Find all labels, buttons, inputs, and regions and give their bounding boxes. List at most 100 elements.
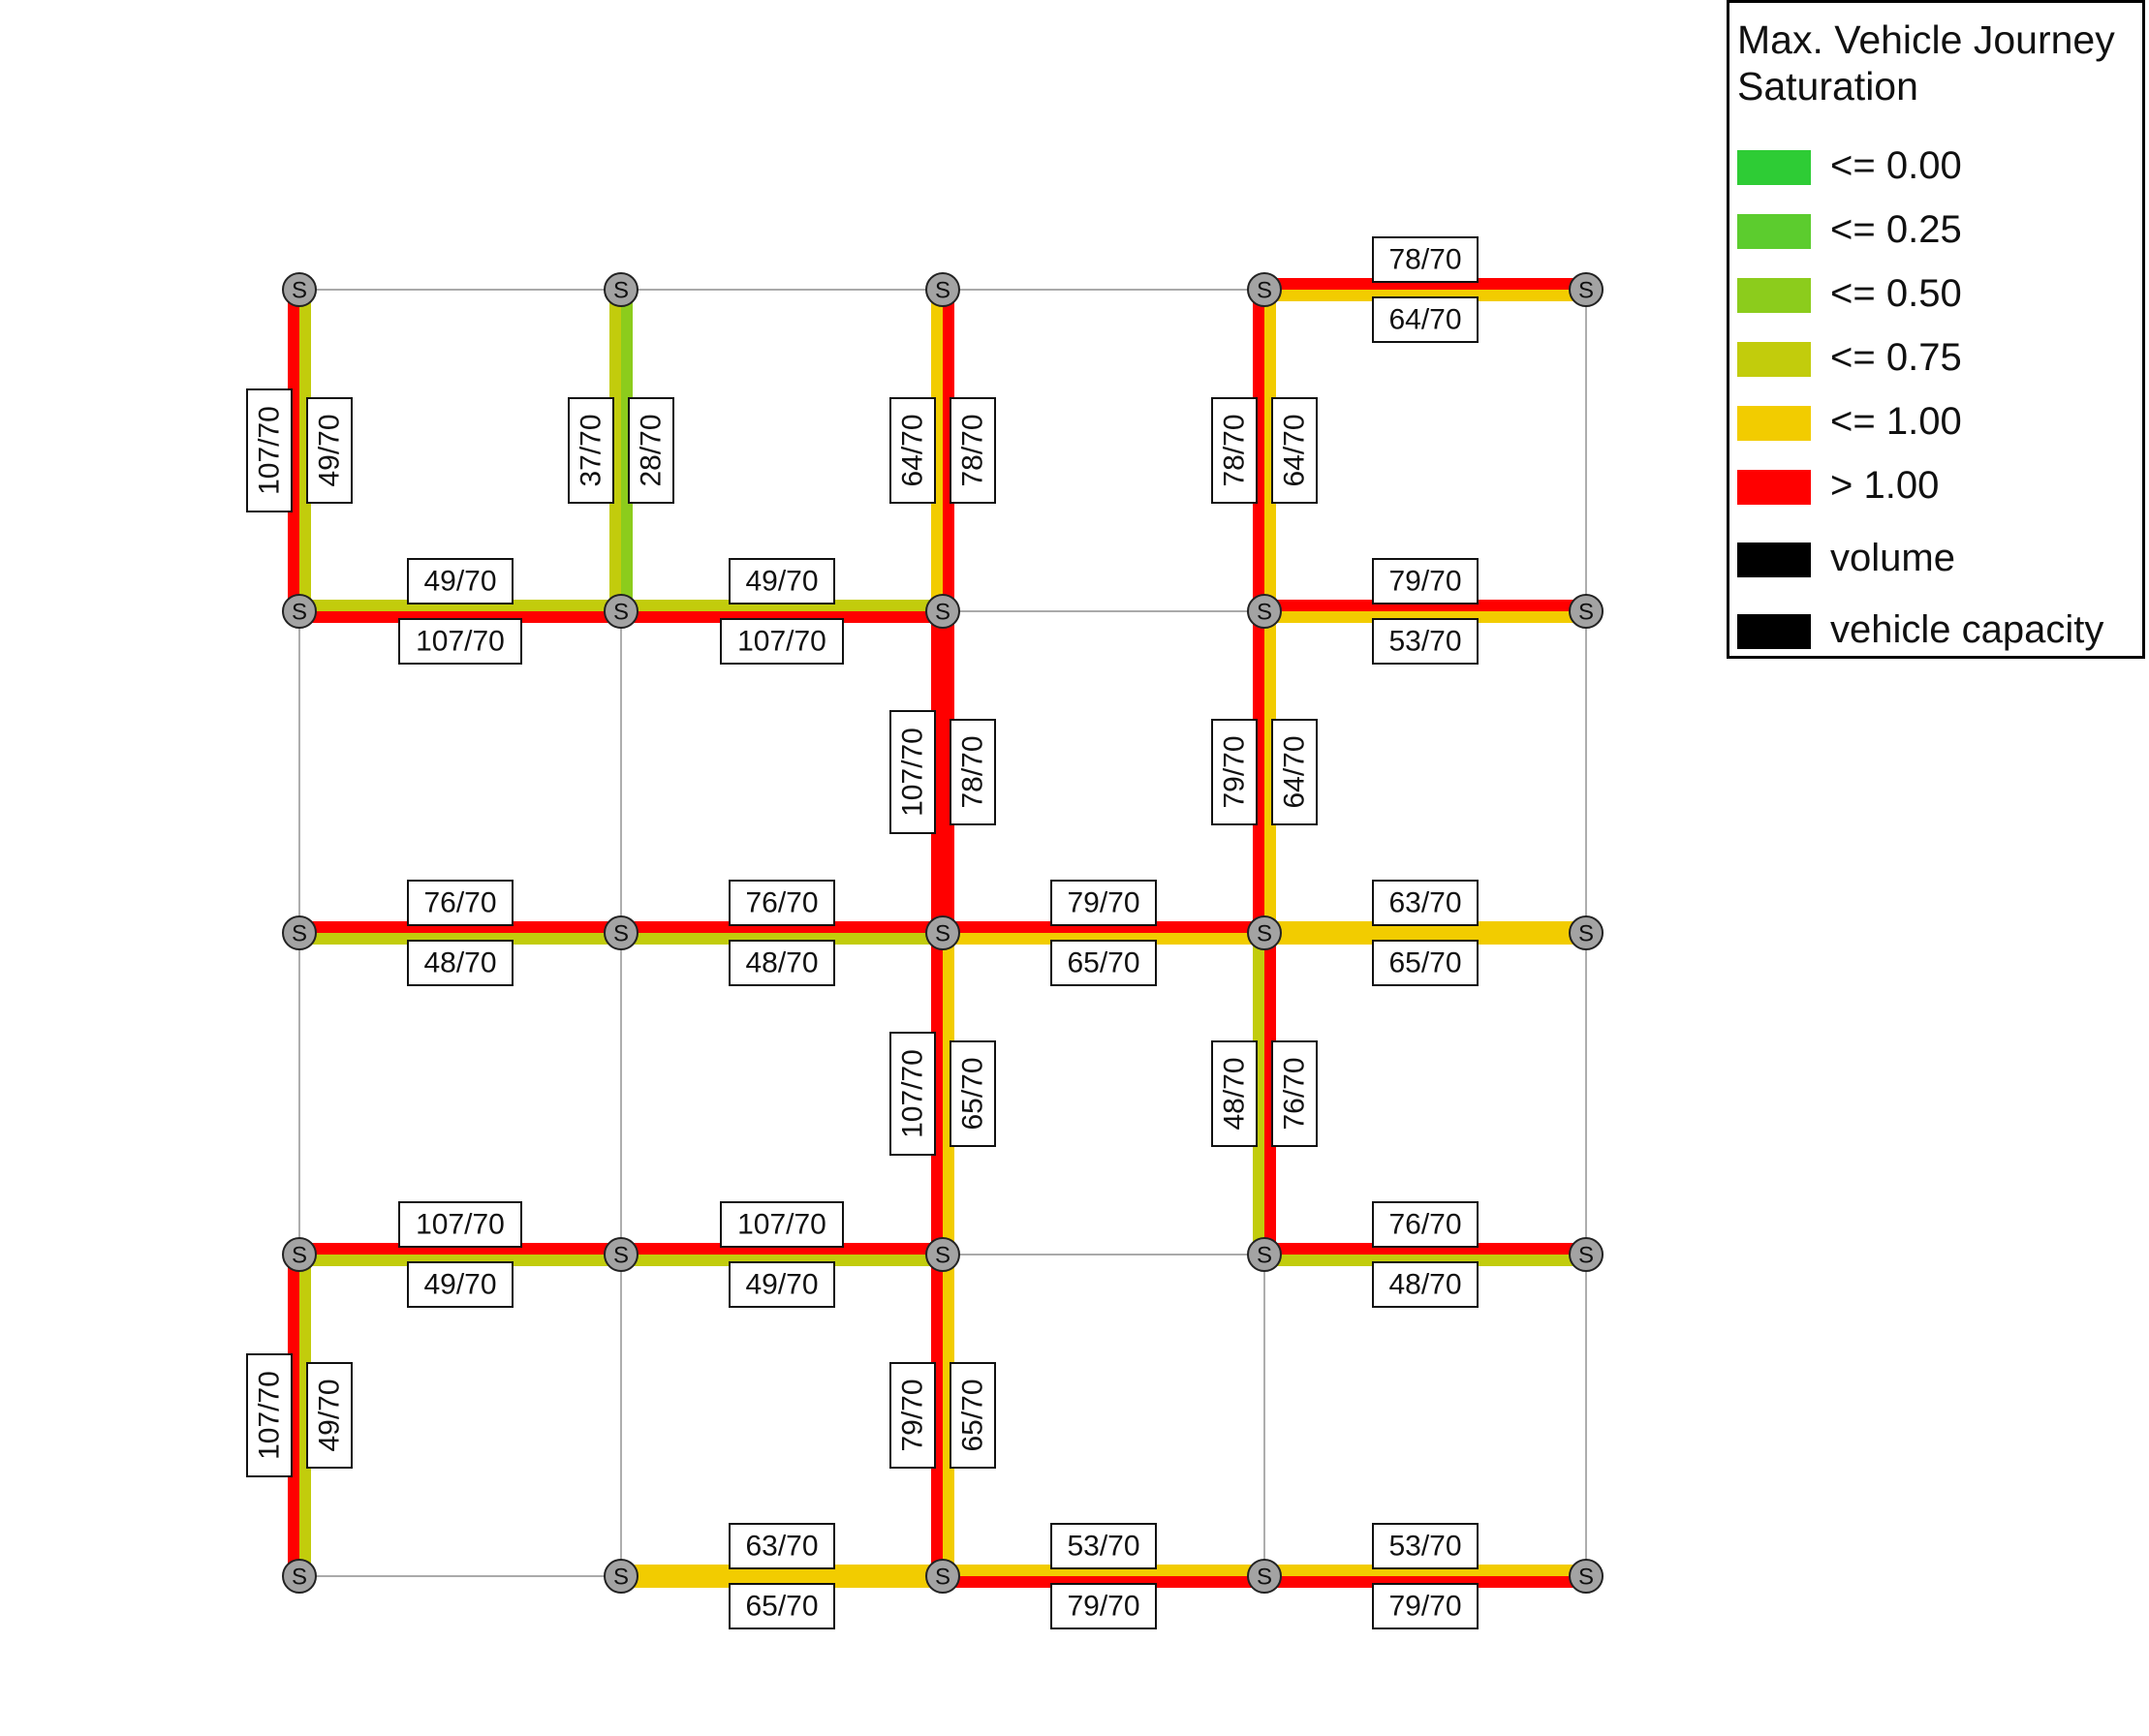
node: S [1569, 1237, 1604, 1272]
node-label: S [613, 600, 629, 626]
node-label: S [1257, 1243, 1272, 1269]
link-label-text: 53/70 [1067, 1531, 1139, 1563]
link-label-box [889, 397, 936, 504]
link-label: 79/70 [1050, 1583, 1157, 1629]
node: S [1569, 1559, 1604, 1594]
node-circle [1247, 1237, 1282, 1272]
legend-label: <= 0.00 [1830, 144, 1962, 187]
node-circle [282, 594, 317, 629]
link-label: 107/70 [889, 710, 936, 834]
link-label: 48/70 [1211, 1040, 1258, 1147]
link-label: 78/70 [950, 719, 996, 825]
link-label: 48/70 [1372, 1261, 1479, 1308]
link-label-text: 78/70 [957, 414, 989, 486]
link-label-text: 28/70 [636, 414, 668, 486]
link-label-box [568, 397, 614, 504]
link-label-text: 78/70 [957, 735, 989, 808]
link-label: 65/70 [950, 1040, 996, 1147]
node-circle [282, 272, 317, 307]
node-circle [282, 1237, 317, 1272]
link-label: 37/70 [568, 397, 614, 504]
node-label: S [1257, 600, 1272, 626]
link-label: 78/70 [1211, 397, 1258, 504]
link-label: 49/70 [306, 1362, 353, 1469]
node-label: S [1578, 1565, 1594, 1591]
link-label: 79/70 [1372, 558, 1479, 604]
node-label: S [1578, 1243, 1594, 1269]
link-label-box [407, 558, 514, 604]
link-label-text: 64/70 [897, 414, 929, 486]
node-circle [925, 915, 960, 950]
link-label-box [950, 397, 996, 504]
link-label: 64/70 [889, 397, 936, 504]
link-label: 63/70 [729, 1523, 835, 1569]
link-label-box [1211, 1040, 1258, 1147]
link-label: 65/70 [729, 1583, 835, 1629]
node: S [604, 1559, 638, 1594]
link-label-box [720, 1201, 844, 1248]
link-label-box [1271, 397, 1318, 504]
link-label-text: 107/70 [737, 626, 826, 658]
link-label: 107/70 [398, 618, 522, 665]
node-circle [925, 272, 960, 307]
link-label: 107/70 [246, 388, 293, 512]
link-label-text: 48/70 [1388, 1269, 1461, 1301]
link-label: 79/70 [1050, 880, 1157, 926]
link-label-text: 107/70 [254, 1371, 286, 1460]
link-label-text: 79/70 [1067, 887, 1139, 919]
node: S [1569, 915, 1604, 950]
link-label-text: 64/70 [1279, 735, 1311, 808]
link-label-text: 65/70 [1388, 947, 1461, 979]
node-label: S [1578, 278, 1594, 304]
node-circle [604, 272, 638, 307]
node-circle [1247, 1559, 1282, 1594]
link-label: 78/70 [950, 397, 996, 504]
legend-swatch [1737, 406, 1811, 441]
link-label-text: 76/70 [1388, 1209, 1461, 1241]
link-label-box [407, 940, 514, 986]
link-label-box [889, 710, 936, 834]
link-label: 28/70 [628, 397, 674, 504]
link-label-box [1372, 1201, 1479, 1248]
node-circle [925, 1559, 960, 1594]
link-label: 63/70 [1372, 880, 1479, 926]
link-label-text: 107/70 [897, 1049, 929, 1138]
node: S [282, 915, 317, 950]
link-label: 107/70 [720, 1201, 844, 1248]
node: S [1247, 915, 1282, 950]
link-label-box [729, 558, 835, 604]
link-label: 79/70 [1211, 719, 1258, 825]
node: S [604, 594, 638, 629]
link-label-text: 107/70 [416, 1209, 505, 1241]
link-label-text: 79/70 [1219, 735, 1251, 808]
link-label-text: 53/70 [1388, 1531, 1461, 1563]
node-label: S [1578, 600, 1594, 626]
node: S [925, 272, 960, 307]
link-label: 64/70 [1271, 397, 1318, 504]
node-label: S [613, 278, 629, 304]
node-circle [1247, 594, 1282, 629]
link-label-box [1372, 1261, 1479, 1308]
legend-swatch [1737, 342, 1811, 377]
link-label-text: 64/70 [1279, 414, 1311, 486]
node-label: S [935, 1243, 950, 1269]
link-label-text: 63/70 [1388, 887, 1461, 919]
node-label: S [292, 921, 307, 947]
node-circle [282, 915, 317, 950]
link-label: 49/70 [407, 558, 514, 604]
link-label-box [729, 940, 835, 986]
link-label-box [1372, 236, 1479, 283]
link-label-text: 76/70 [1279, 1057, 1311, 1130]
node: S [1247, 1237, 1282, 1272]
link-label-box [407, 880, 514, 926]
link-label-box [1050, 940, 1157, 986]
node: S [282, 594, 317, 629]
link-label: 76/70 [729, 880, 835, 926]
node: S [1569, 594, 1604, 629]
node: S [282, 272, 317, 307]
legend-label: <= 0.25 [1830, 208, 1962, 251]
link-label-box [628, 397, 674, 504]
link-label-text: 78/70 [1219, 414, 1251, 486]
node-circle [925, 594, 960, 629]
